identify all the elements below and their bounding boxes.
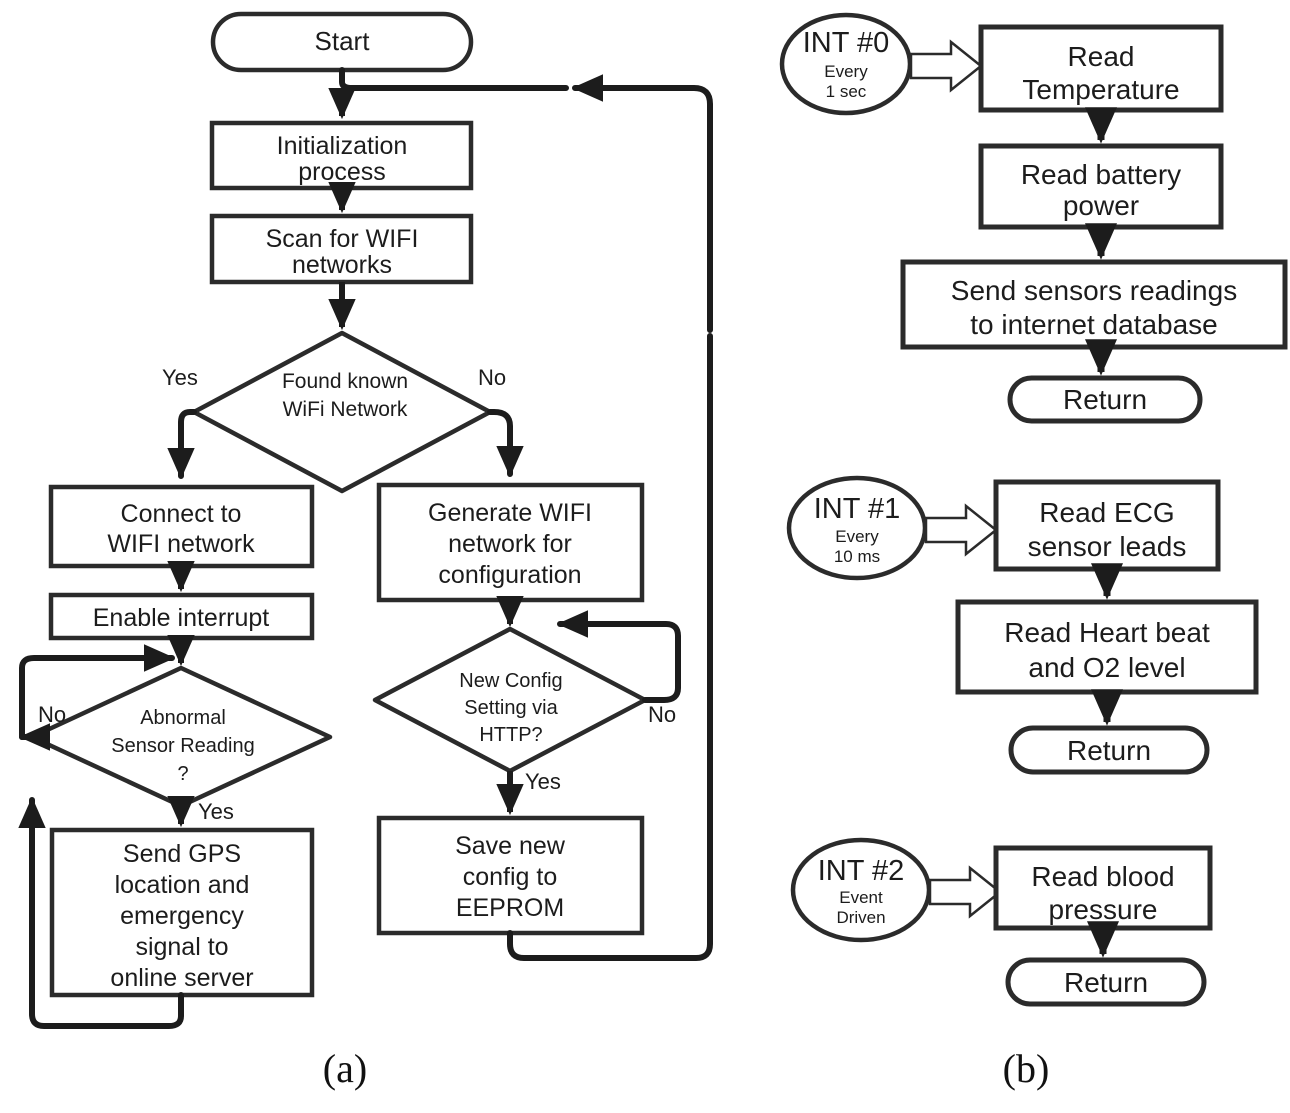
node-send-gps-line-3: signal to	[135, 933, 228, 961]
node-read-ecg-line-1: sensor leads	[1028, 531, 1187, 562]
node-send-gps-line-0: Send GPS	[123, 840, 241, 868]
node-send-readings-line-1: to internet database	[970, 309, 1218, 340]
node-initialization-line-0: Initialization	[277, 132, 408, 160]
node-return-int1[interactable]: Return	[1008, 725, 1210, 775]
block-arrow-icon-int1	[924, 503, 999, 557]
node-save-config-line-0: Save new	[455, 832, 566, 860]
node-scan-wifi-line-1: networks	[292, 251, 392, 279]
node-send-sensor-readings[interactable]: Send sensors readings to internet databa…	[900, 259, 1288, 350]
node-found-network-line-0: Found known	[282, 370, 408, 393]
node-read-heart-line-1: and O2 level	[1028, 652, 1185, 683]
edge-found-yes	[167, 409, 197, 480]
node-return-int1-label: Return	[1067, 735, 1151, 766]
routine-int1: INT #1 Every 10 ms Read ECG sensor leads…	[786, 475, 1259, 775]
edge-config-no-loop	[556, 610, 681, 703]
node-scan-wifi[interactable]: Scan for WIFI networks	[209, 213, 474, 285]
node-read-blood-pressure[interactable]: Read blood pressure	[993, 845, 1213, 931]
node-new-config-line-0: New Config	[459, 670, 562, 692]
node-int1-sub-1: 10 ms	[834, 547, 880, 566]
node-int2-trigger[interactable]: INT #2 Event Driven	[790, 837, 932, 943]
node-generate-wifi-line-2: configuration	[438, 561, 581, 589]
node-read-ecg-line-0: Read ECG	[1039, 497, 1174, 528]
node-abnormal-reading-decision[interactable]: Abnormal Sensor Reading ?	[29, 665, 333, 809]
node-int2-title: INT #2	[818, 855, 905, 887]
node-abnormal-reading-line-2: ?	[177, 763, 188, 785]
node-read-blood-line-0: Read blood	[1031, 861, 1174, 892]
node-read-battery-power[interactable]: Read battery power	[978, 143, 1224, 230]
node-generate-wifi-line-0: Generate WIFI	[428, 499, 592, 527]
node-read-temperature-line-0: Read	[1068, 41, 1135, 72]
node-read-temperature-line-1: Temperature	[1022, 74, 1179, 105]
node-new-config-line-2: HTTP?	[479, 724, 542, 746]
panel-a-group: Start Initialization process Scan for WI…	[18, 11, 713, 1091]
node-start-label: Start	[315, 26, 371, 56]
node-new-config-decision[interactable]: New Config Setting via HTTP?	[372, 626, 648, 774]
node-save-config-line-1: config to	[463, 863, 558, 891]
node-send-gps-line-1: location and	[115, 871, 250, 899]
node-send-gps[interactable]: Send GPS location and emergency signal t…	[49, 827, 315, 998]
edge-label-abnormal-yes: Yes	[198, 799, 234, 824]
node-int1-trigger[interactable]: INT #1 Every 10 ms	[786, 475, 928, 581]
node-connect-wifi-line-1: WIFI network	[107, 530, 255, 558]
node-save-config-line-2: EEPROM	[456, 894, 564, 922]
edge-found-no	[487, 409, 524, 478]
node-int2-sub-1: Driven	[836, 908, 885, 927]
node-send-gps-line-2: emergency	[120, 902, 244, 930]
edge-label-found-no: No	[478, 365, 506, 390]
node-new-config-line-1: Setting via	[464, 697, 558, 719]
node-read-heartbeat-o2[interactable]: Read Heart beat and O2 level	[955, 599, 1259, 695]
node-generate-wifi-line-1: network for	[448, 530, 572, 558]
node-return-int2-label: Return	[1064, 967, 1148, 998]
panel-b-label: (b)	[1003, 1046, 1050, 1091]
edge-send-gps-loopback	[18, 796, 184, 1029]
block-arrow-icon-int2	[928, 865, 1003, 919]
node-scan-wifi-line-0: Scan for WIFI	[266, 225, 419, 253]
node-save-config[interactable]: Save new config to EEPROM	[376, 815, 645, 936]
edge-save-config-loopback	[507, 333, 713, 961]
panel-b-group: INT #0 Every 1 sec Read Temperature Read…	[779, 12, 1288, 1091]
edge-label-config-yes: Yes	[525, 769, 561, 794]
node-abnormal-reading-line-0: Abnormal	[140, 707, 226, 729]
edge-loopback-main	[339, 67, 713, 333]
node-int0-title: INT #0	[803, 27, 890, 59]
panel-a-label: (a)	[323, 1046, 367, 1091]
routine-int2: INT #2 Event Driven Read blood pressure …	[790, 837, 1213, 1007]
node-int0-sub-0: Every	[824, 62, 868, 81]
node-return-int2[interactable]: Return	[1005, 957, 1207, 1007]
edge-label-config-no: No	[648, 702, 676, 727]
node-read-blood-line-1: pressure	[1049, 894, 1158, 925]
node-found-network-decision[interactable]: Found known WiFi Network	[191, 330, 493, 494]
node-initialization-line-1: process	[298, 158, 386, 186]
node-read-battery-line-1: power	[1063, 190, 1139, 221]
node-connect-wifi-line-0: Connect to	[121, 500, 242, 528]
node-read-battery-line-0: Read battery	[1021, 159, 1181, 190]
routine-int0: INT #0 Every 1 sec Read Temperature Read…	[779, 12, 1288, 424]
edge-abnormal-no-loop	[18, 644, 176, 751]
node-int0-sub-1: 1 sec	[826, 82, 867, 101]
node-return-int0[interactable]: Return	[1007, 375, 1203, 424]
node-read-temperature[interactable]: Read Temperature	[978, 24, 1224, 113]
node-int1-title: INT #1	[814, 493, 901, 525]
node-generate-wifi[interactable]: Generate WIFI network for configuration	[376, 482, 645, 603]
node-enable-interrupt-label: Enable interrupt	[93, 604, 270, 632]
node-start[interactable]: Start	[210, 11, 474, 73]
node-int0-trigger[interactable]: INT #0 Every 1 sec	[779, 12, 913, 116]
edge-label-abnormal-no: No	[38, 702, 66, 727]
node-read-heart-line-0: Read Heart beat	[1004, 617, 1210, 648]
node-enable-interrupt[interactable]: Enable interrupt	[48, 592, 315, 641]
node-found-network-line-1: WiFi Network	[283, 398, 408, 421]
edge-label-found-yes: Yes	[162, 365, 198, 390]
node-read-ecg[interactable]: Read ECG sensor leads	[993, 479, 1221, 572]
node-return-int0-label: Return	[1063, 384, 1147, 415]
node-int2-sub-0: Event	[839, 888, 883, 907]
node-abnormal-reading-line-1: Sensor Reading	[111, 735, 254, 757]
block-arrow-icon-int0	[909, 39, 984, 93]
node-send-readings-line-0: Send sensors readings	[951, 275, 1237, 306]
node-send-gps-line-4: online server	[110, 964, 253, 992]
node-int1-sub-0: Every	[835, 527, 879, 546]
node-initialization[interactable]: Initialization process	[209, 120, 474, 191]
node-connect-wifi[interactable]: Connect to WIFI network	[48, 484, 315, 569]
